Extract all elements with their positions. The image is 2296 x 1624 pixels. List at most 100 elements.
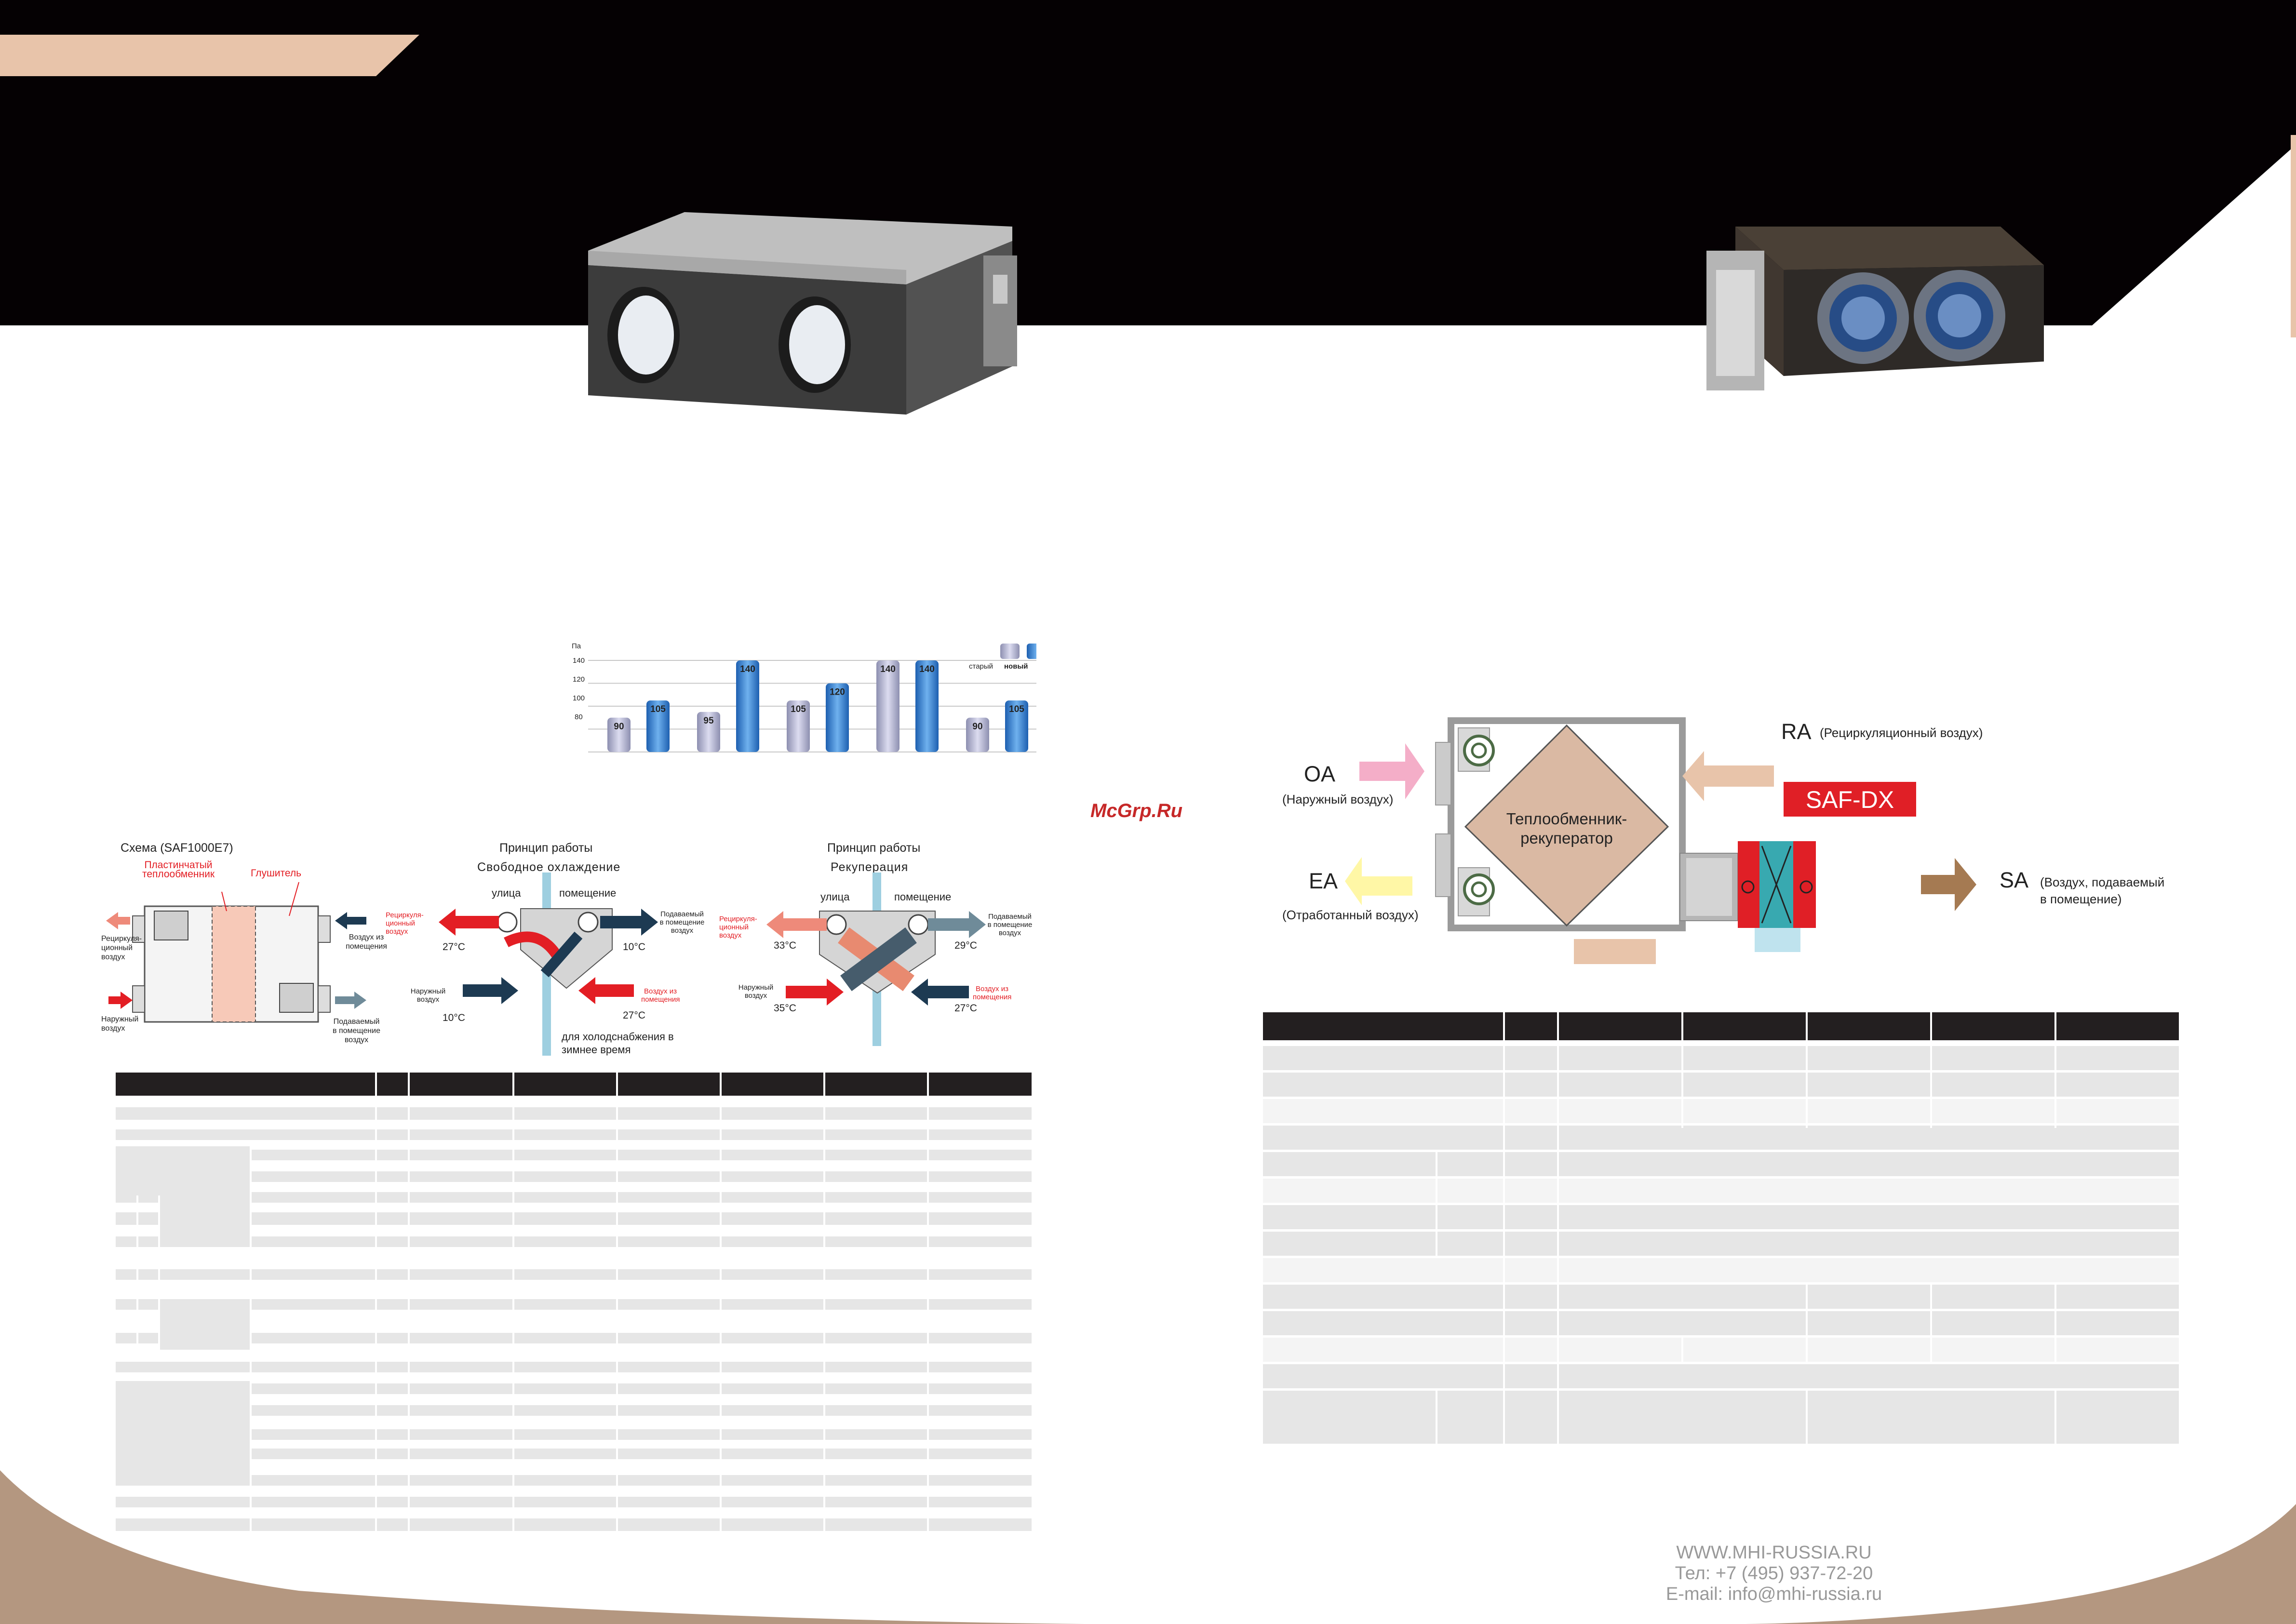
footer-phone-label: Тел: bbox=[1675, 1563, 1711, 1584]
legend-old-swatch bbox=[1000, 644, 1020, 659]
bar-new-2 bbox=[736, 660, 759, 752]
dx-arrow-sa bbox=[1921, 858, 1976, 911]
bar-old-1 bbox=[607, 717, 631, 752]
dx-oa-desc: (Наружный воздух) bbox=[1282, 792, 1394, 806]
fc-temp-4: 27°C bbox=[623, 1010, 645, 1021]
rec-arrow-room bbox=[911, 979, 969, 1006]
dx-ea-desc: (Отработанный воздух) bbox=[1282, 908, 1419, 922]
fc-title-1: Принцип работы bbox=[499, 841, 593, 855]
scheme-left-bottom-label: Наружный воздух bbox=[101, 1015, 139, 1033]
bar-old-5 bbox=[966, 717, 989, 752]
free-cooling-diagram: Принцип работы Свободное охлаждение улиц… bbox=[386, 839, 723, 1060]
arrow-supply-out bbox=[335, 992, 366, 1009]
arrow-outdoor-in bbox=[108, 992, 133, 1009]
dx-badge-label: SAF-DX bbox=[1805, 786, 1894, 813]
fc-arrow-supply bbox=[600, 909, 658, 936]
footer-contacts: WWW.MHI-RUSSIA.RU Тел: +7 (495) 937-72-2… bbox=[1629, 1543, 1919, 1605]
dx-oa-code: OA bbox=[1304, 762, 1336, 786]
dx-ra-desc: (Рециркуляционный воздух) bbox=[1820, 725, 1983, 740]
dx-badge bbox=[1784, 782, 1916, 817]
peach-tab bbox=[0, 35, 419, 76]
bar-new-3 bbox=[826, 683, 849, 752]
fc-temp-2: 10°C bbox=[623, 941, 645, 953]
y-tick-80: 80 bbox=[575, 713, 583, 721]
scheme-drawing bbox=[106, 882, 366, 1023]
chart-unit-label: Па bbox=[572, 642, 581, 650]
rec-title-1: Принцип работы bbox=[827, 841, 921, 855]
fc-temp-1: 27°C bbox=[443, 941, 465, 953]
rec-temp-1: 33°C bbox=[774, 940, 796, 951]
bar-old-3 bbox=[787, 700, 810, 752]
fc-supply-label: Подаваемый в помещение воздух bbox=[659, 910, 705, 935]
dx-core-diamond bbox=[1464, 724, 1669, 927]
rec-from-room-label: Воздух из помещения bbox=[973, 985, 1012, 1001]
bar-old-4 bbox=[876, 660, 900, 752]
rec-temp-2: 29°C bbox=[954, 940, 977, 951]
bar-label-new-1: 105 bbox=[650, 704, 666, 714]
dx-flow-diagram: OA (Наружный воздух) EA (Отработанный во… bbox=[1273, 709, 2164, 979]
scheme-title: Схема (SAF1000E7) bbox=[121, 841, 233, 855]
bar-label-old-4: 140 bbox=[880, 664, 896, 674]
rec-title-2: Рекуперация bbox=[831, 860, 909, 874]
watermark: McGrp.Ru bbox=[1090, 800, 1183, 821]
dx-arrow-ea-head bbox=[1345, 857, 1362, 905]
y-tick-140: 140 bbox=[573, 657, 585, 665]
fc-drawing bbox=[439, 872, 658, 1056]
scheme-right-top-label: Воздух из помещения bbox=[346, 933, 387, 951]
dx-ra-code: RA bbox=[1781, 719, 1812, 744]
footer-site-link[interactable]: WWW.MHI-RUSSIA.RU bbox=[1676, 1543, 1872, 1563]
bar-label-new-4: 140 bbox=[919, 664, 935, 674]
arrow-room-in bbox=[335, 912, 366, 929]
dx-core-label-2: рекуператор bbox=[1520, 829, 1613, 847]
footer-phone[interactable]: +7 (495) 937-72-20 bbox=[1715, 1563, 1873, 1584]
rec-arrow-outdoor bbox=[786, 979, 844, 1006]
bar-label-old-1: 90 bbox=[614, 722, 624, 732]
bar-label-old-2: 95 bbox=[703, 716, 714, 726]
rec-recirc-label: Рециркуля-ционный воздух bbox=[719, 915, 757, 940]
fc-temp-3: 10°C bbox=[443, 1012, 465, 1023]
bar-label-old-5: 90 bbox=[972, 722, 982, 732]
dx-sa-desc-1: (Воздух, подаваемый bbox=[2040, 875, 2165, 889]
dx-arrow-oa bbox=[1359, 743, 1424, 799]
bottom-wave-left bbox=[0, 1470, 1085, 1624]
right-spec-table bbox=[1263, 1012, 2179, 1453]
rec-temp-3: 35°C bbox=[774, 1003, 796, 1014]
fc-title-2: Свободное охлаждение bbox=[477, 860, 621, 874]
bottom-wave-right bbox=[1735, 1504, 2296, 1624]
plate-hx-label: Пластинчатый теплообменник bbox=[142, 859, 215, 880]
rec-supply-label: Подаваемый в помещение воздух bbox=[987, 913, 1033, 937]
dx-sa-code: SA bbox=[2000, 868, 2029, 892]
silencer-label: Глушитель bbox=[251, 868, 302, 879]
y-tick-100: 100 bbox=[573, 694, 585, 702]
fc-from-room-label: Воздух из помещения bbox=[641, 987, 680, 1004]
rec-drawing bbox=[766, 872, 986, 1046]
recuperation-diagram: Принцип работы Рекуперация улица помещен… bbox=[713, 839, 1051, 1060]
bar-old-2 bbox=[697, 711, 720, 752]
dx-arrow-ea bbox=[1362, 867, 1412, 896]
rec-temp-4: 27°C bbox=[954, 1003, 977, 1014]
scheme-right-bottom-label: Подаваемый в помещение воздух bbox=[333, 1018, 380, 1044]
dx-unit-image bbox=[1706, 227, 2044, 390]
footer-email[interactable]: E-mail: info@mhi-russia.ru bbox=[1665, 1584, 1882, 1604]
bar-label-new-3: 120 bbox=[830, 687, 845, 698]
bar-label-new-2: 140 bbox=[740, 664, 755, 674]
arrow-recirc-out bbox=[106, 912, 130, 929]
fc-recirc-label: Рециркуля-ционный воздух bbox=[386, 911, 424, 936]
bar-new-5 bbox=[1005, 700, 1028, 752]
dx-drawing bbox=[1345, 717, 1976, 964]
dx-arrow-ra bbox=[1682, 751, 1774, 801]
dx-core-label-1: Теплообменник- bbox=[1506, 810, 1627, 828]
black-header-band bbox=[0, 0, 2296, 325]
dx-sa-desc-2: в помещение) bbox=[2040, 892, 2122, 906]
rec-outdoor-label: Наружный воздух bbox=[738, 983, 774, 1000]
fc-room-label: помещение bbox=[559, 887, 617, 899]
dx-ea-code: EA bbox=[1309, 869, 1338, 893]
fc-arrow-room bbox=[578, 977, 634, 1004]
bar-label-new-5: 105 bbox=[1009, 704, 1024, 714]
fc-bottom-note: для холодснабжения в зимнее время bbox=[562, 1031, 674, 1056]
rec-room-label: помещение bbox=[894, 891, 952, 903]
scheme-diagram: Схема (SAF1000E7) Пластинчатый теплообме… bbox=[96, 839, 387, 1056]
